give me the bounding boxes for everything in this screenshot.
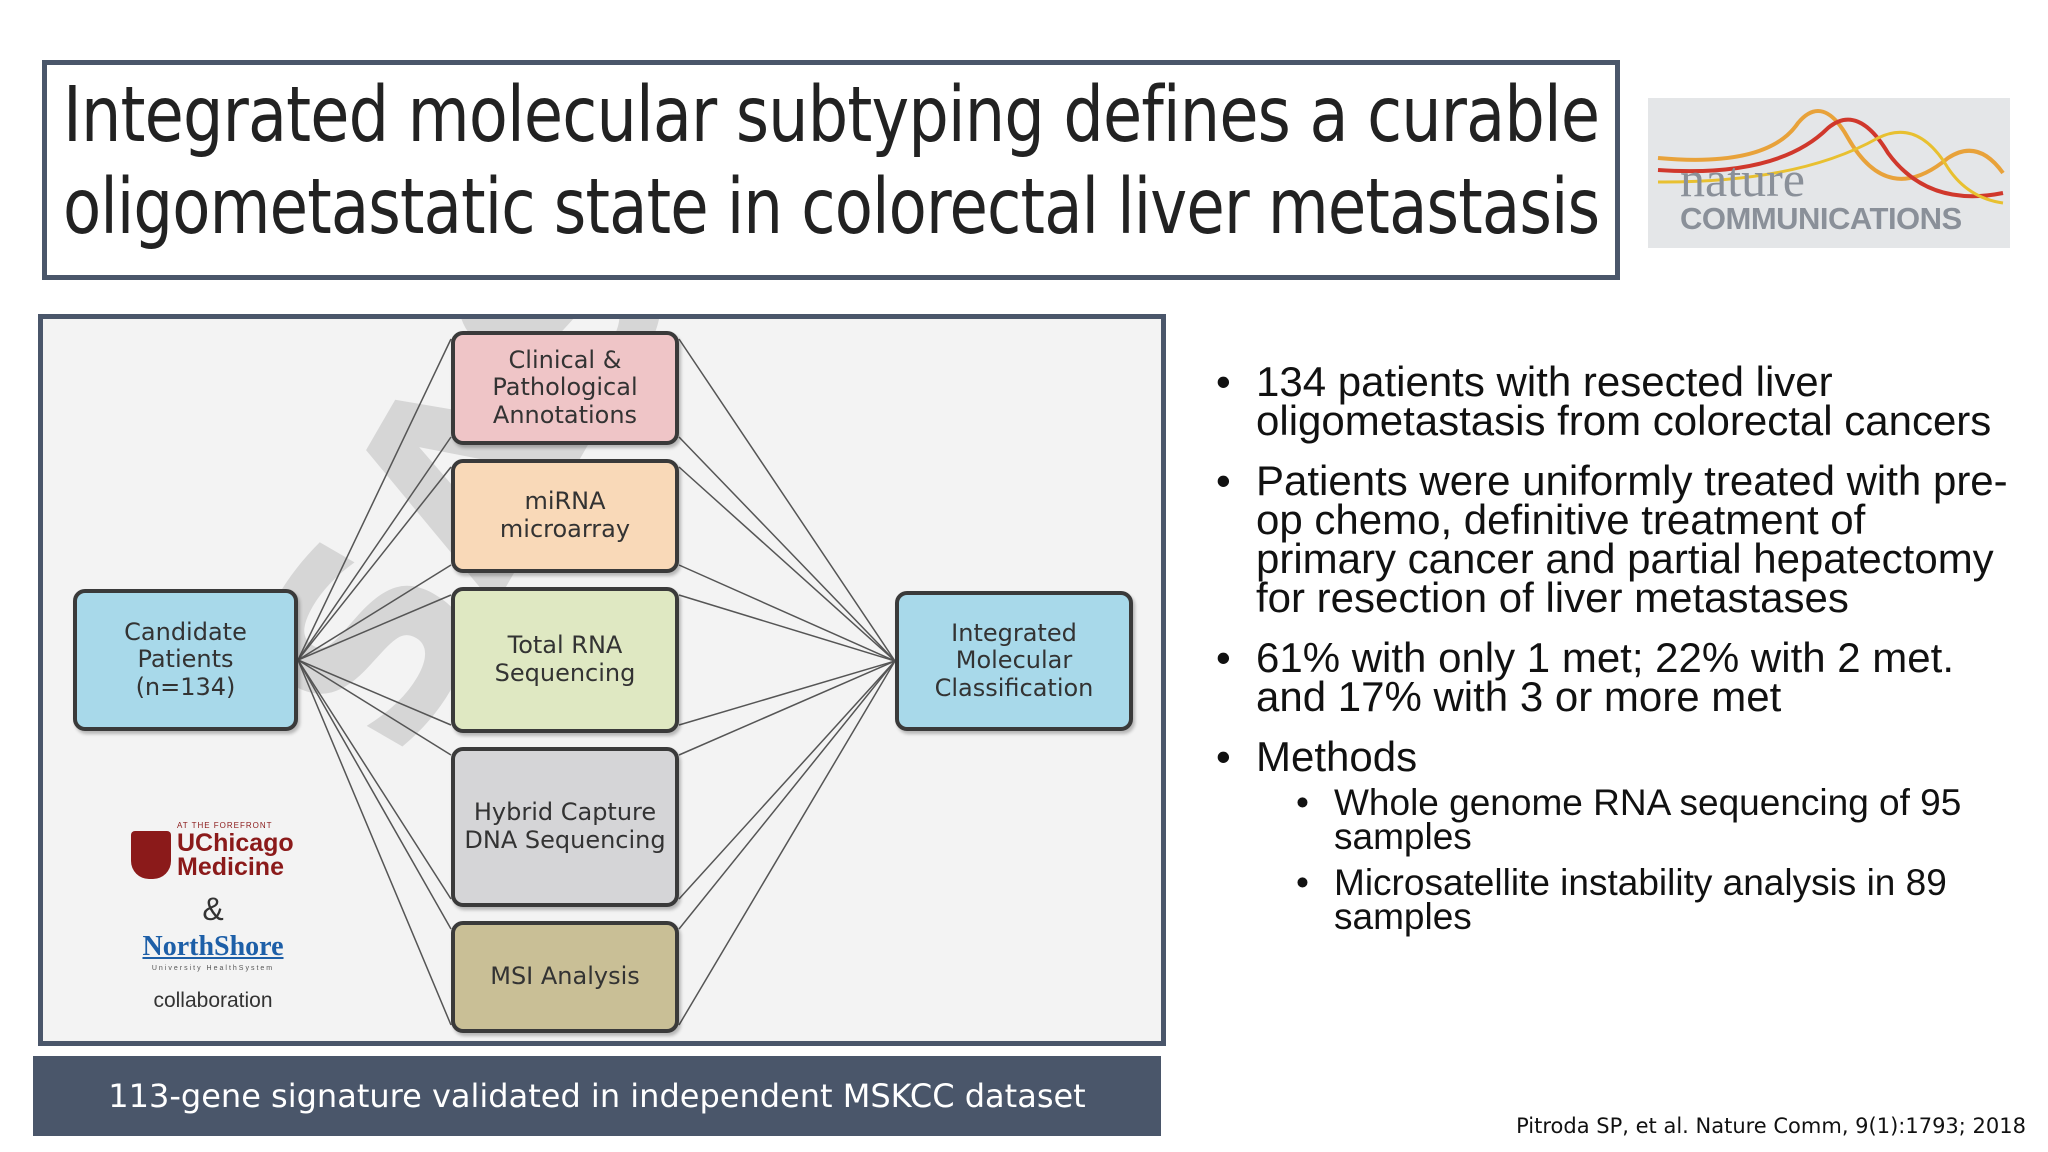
candidate-patients-node: Candidate Patients (n=134) — [73, 589, 298, 731]
collaboration-label: collaboration — [153, 989, 273, 1012]
title-box: Integrated molecular subtyping defines a… — [42, 60, 1620, 280]
logo-wave-icon — [1657, 109, 2005, 205]
uchicago-shield-icon — [131, 831, 171, 879]
title-line-1: Integrated molecular subtyping defines a… — [63, 71, 1600, 160]
sub-bullet-item: Microsatellite instability analysis in 8… — [1212, 864, 2012, 935]
bullet-item: 134 patients with resected liver oligome… — [1212, 361, 2012, 442]
ampersand: & — [202, 891, 224, 927]
connector-line-left — [297, 338, 452, 661]
title-line-2: oligometastatic state in colorectal live… — [63, 163, 1600, 252]
caption-text: 113-gene signature validated in independ… — [108, 1077, 1086, 1115]
clinical-annotations-node: Clinical & Pathological Annotations — [451, 331, 679, 445]
connector-line-left — [297, 659, 452, 756]
nature-communications-logo: nature COMMUNICATIONS — [1648, 98, 2010, 248]
connector-line-left — [297, 659, 452, 1026]
connector-line-left — [297, 659, 452, 930]
sub-bullet-item: Whole genome RNA sequencing of 95 sample… — [1212, 784, 2012, 855]
logo-word-communications: COMMUNICATIONS — [1680, 201, 1962, 236]
connector-line-right — [678, 660, 896, 726]
connector-line-right — [678, 660, 896, 756]
connector-line-left — [297, 466, 452, 661]
connector-line-right — [678, 594, 896, 662]
institution-logos: AT THE FOREFRONT UChicago Medicine & Nor… — [113, 819, 313, 1041]
diagram-connectors — [297, 338, 896, 1026]
connector-line-left — [297, 564, 452, 661]
connector-line-left — [297, 659, 452, 900]
connector-line-right — [678, 660, 896, 930]
bullet-item: Methods — [1212, 736, 2012, 778]
msi-analysis-node: MSI Analysis — [451, 921, 679, 1033]
connector-line-right — [678, 338, 896, 662]
connector-line-right — [678, 660, 896, 900]
connector-line-right — [678, 564, 896, 662]
connector-line-left — [297, 436, 452, 661]
uchicago-tagline: AT THE FOREFRONT — [177, 821, 273, 830]
diagram-panel: SAS Candidate Patients (n=134) Clinical … — [38, 314, 1166, 1046]
total-rna-sequencing-node: Total RNA Sequencing — [451, 587, 679, 733]
connector-line-left — [297, 594, 452, 661]
connector-line-left — [297, 659, 452, 726]
caption-bar: 113-gene signature validated in independ… — [33, 1056, 1161, 1136]
mirna-microarray-node: miRNA microarray — [451, 459, 679, 573]
connector-line-right — [678, 466, 896, 662]
bullet-item: Patients were uniformly treated with pre… — [1212, 460, 2012, 619]
citation: Pitroda SP, et al. Nature Comm, 9(1):179… — [1516, 1114, 2026, 1138]
logo-word-nature: nature — [1680, 151, 1805, 207]
bullet-list: 134 patients with resected liver oligome… — [1212, 361, 2012, 946]
integrated-classification-node: Integrated Molecular Classification — [895, 591, 1133, 731]
bullet-item: 61% with only 1 met; 22% with 2 met. and… — [1212, 637, 2012, 718]
uchicago-name: UChicago — [177, 829, 294, 857]
northshore-logo: NorthShore — [142, 931, 284, 962]
uchicago-medicine: Medicine — [177, 853, 284, 881]
connector-line-right — [678, 436, 896, 662]
connector-line-right — [678, 660, 896, 1026]
uchicago-logo: AT THE FOREFRONT UChicago Medicine — [131, 819, 311, 881]
northshore-subtitle: University HealthSystem — [151, 965, 275, 972]
hybrid-capture-dna-node: Hybrid Capture DNA Sequencing — [451, 747, 679, 907]
